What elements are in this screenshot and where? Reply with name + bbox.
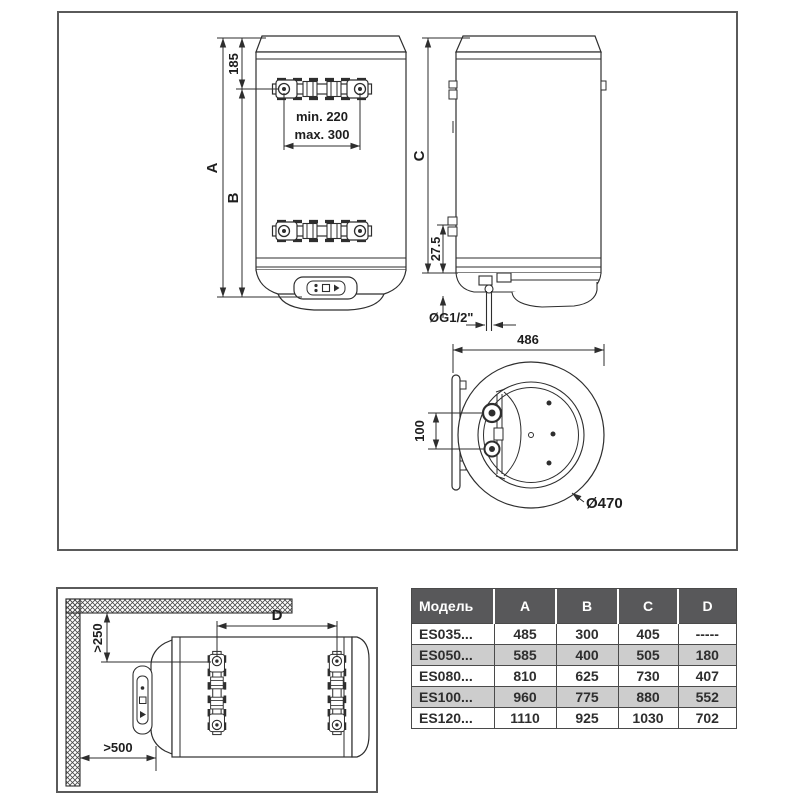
front-view (255, 35, 407, 311)
value-cell: ----- (678, 623, 736, 645)
dimensions-drawing: A B 185 min. 220 max. 300 (204, 35, 623, 512)
model-cell: ES035... (412, 623, 495, 645)
value-cell: 585 (494, 644, 557, 666)
dim-label-27-5: 27.5 (429, 237, 443, 261)
value-cell: 925 (556, 707, 619, 728)
model-cell: ES080... (412, 665, 495, 687)
installation-dimensions: D >250 >500 (80, 607, 338, 771)
column-header-model: Модель (412, 589, 495, 624)
dim-label-100: 100 (412, 420, 427, 442)
side-view-dimensions: C 27.5 ØG1/2" (411, 37, 516, 329)
dim-label-diameter: Ø470 (586, 495, 623, 512)
installation-panel: D >250 >500 (56, 587, 378, 793)
table-row: ES120... 1110 925 1030 702 (412, 707, 736, 728)
dim-label-c: C (411, 150, 428, 161)
dim-label-a: A (204, 162, 221, 173)
value-cell: 1110 (494, 707, 557, 728)
left-skirt (150, 639, 173, 755)
value-cell: 485 (494, 623, 557, 645)
dim-label-wall-clearance: >500 (103, 740, 132, 755)
right-cap (351, 636, 370, 758)
value-cell: 775 (556, 686, 619, 708)
wall-hooks (447, 80, 607, 237)
column-header-d: D (678, 589, 736, 624)
heater-body (171, 636, 353, 758)
value-cell: 552 (678, 686, 736, 708)
side-view (447, 35, 607, 331)
table-row: ES035... 485 300 405 ----- (412, 623, 736, 645)
column-header-c: C (618, 589, 679, 624)
bottom-view-dimensions: 486 100 Ø470 (412, 332, 623, 512)
dim-label-486: 486 (517, 332, 539, 347)
value-cell: 702 (678, 707, 736, 728)
column-header-a: A (494, 589, 557, 624)
wall-and-ceiling (65, 598, 293, 787)
spec-table-container: Модель A B C D ES035... 485 300 405 ----… (411, 588, 737, 729)
front-view-dimensions: A B 185 min. 220 max. 300 (204, 37, 361, 298)
table-row: ES100... 960 775 880 552 (412, 686, 736, 708)
ceiling-hatch (65, 598, 293, 614)
model-cell: ES050... (412, 644, 495, 666)
model-cell: ES120... (412, 707, 495, 728)
dim-label-bracket-max: max. 300 (295, 127, 350, 142)
dim-label-185: 185 (226, 53, 241, 75)
column-header-b: B (556, 589, 619, 624)
dim-label-d: D (272, 607, 283, 624)
value-cell: 730 (618, 665, 679, 687)
model-cell: ES100... (412, 686, 495, 708)
value-cell: 300 (556, 623, 619, 645)
value-cell: 880 (618, 686, 679, 708)
header-row: Модель A B C D (412, 589, 736, 624)
value-cell: 960 (494, 686, 557, 708)
value-cell: 405 (618, 623, 679, 645)
value-cell: 625 (556, 665, 619, 687)
dim-label-ceiling-clearance: >250 (90, 623, 105, 652)
value-cell: 407 (678, 665, 736, 687)
dim-label-bracket-min: min. 220 (296, 109, 348, 124)
value-cell: 1030 (618, 707, 679, 728)
installation-drawing: D >250 >500 (65, 598, 370, 787)
flange-assembly (481, 388, 556, 480)
control-panel-side (132, 665, 153, 735)
control-panel (293, 276, 358, 300)
outer-shell-circle (457, 361, 605, 509)
value-cell: 810 (494, 665, 557, 687)
installed-heater (132, 636, 370, 758)
value-cell: 180 (678, 644, 736, 666)
value-cell: 505 (618, 644, 679, 666)
table-row: ES050... 585 400 505 180 (412, 644, 736, 666)
table-row: ES080... 810 625 730 407 (412, 665, 736, 687)
dim-label-b: B (225, 192, 242, 203)
dim-label-pipe-thread: ØG1/2" (429, 310, 473, 325)
bottom-view (451, 361, 605, 509)
spec-table: Модель A B C D ES035... 485 300 405 ----… (412, 589, 736, 728)
value-cell: 400 (556, 644, 619, 666)
bottom-assembly (455, 272, 602, 331)
dimensions-panel: A B 185 min. 220 max. 300 (57, 11, 738, 551)
wall-hatch (65, 598, 81, 787)
